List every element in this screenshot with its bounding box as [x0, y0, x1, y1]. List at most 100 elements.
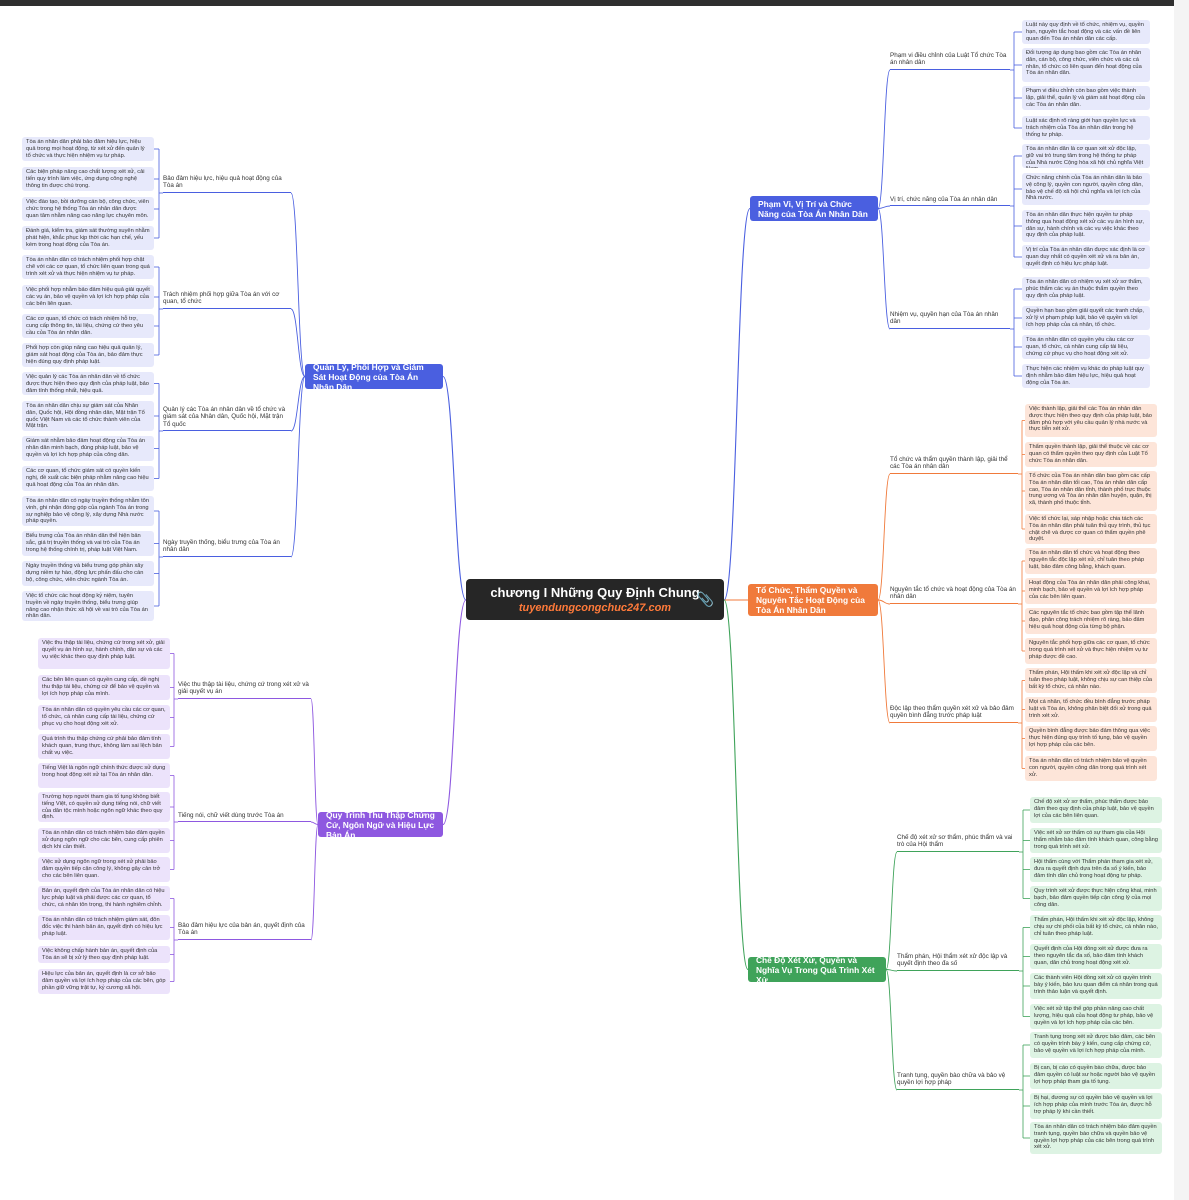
leaf-note[interactable]: Quá trình thu thập chứng cứ phải bảo đảm… [38, 734, 170, 759]
subtopic-label[interactable]: Chế độ xét xử sơ thẩm, phúc thẩm và vai … [897, 834, 1019, 852]
leaf-note[interactable]: Ngày truyền thống và biểu trưng góp phần… [22, 561, 154, 586]
connector-line [310, 824, 319, 941]
leaf-note[interactable]: Việc sử dụng ngôn ngữ trong xét xử phải … [38, 857, 170, 882]
leaf-note[interactable]: Hội thẩm cùng với Thẩm phán tham gia xét… [1030, 857, 1162, 882]
connector-line [310, 821, 319, 825]
leaf-note[interactable]: Tòa án nhân dân có trách nhiệm giám sát,… [38, 915, 170, 940]
root-title: chương I Những Quy Định Chung [490, 585, 700, 600]
subtopic-label[interactable]: Vị trí, chức năng của Tòa án nhân dân [890, 196, 1010, 207]
leaf-note[interactable]: Việc tổ chức lại, sáp nhập hoặc chia tác… [1025, 514, 1157, 544]
leaf-note[interactable]: Các bên liên quan có quyền cung cấp, đề … [38, 675, 170, 700]
subtopic-label[interactable]: Tổ chức và thẩm quyền thành lập, giải th… [890, 456, 1018, 474]
leaf-note[interactable]: Các biện pháp nâng cao chất lượng xét xử… [22, 167, 154, 191]
leaf-note[interactable]: Các cơ quan, tổ chức giám sát có quyền k… [22, 466, 154, 491]
paperclip-icon[interactable]: 📎 [696, 591, 714, 607]
connector-line [877, 69, 891, 209]
leaf-note[interactable]: Tòa án nhân dân tổ chức và hoạt động the… [1025, 548, 1157, 574]
subtopic-label[interactable]: Độc lập theo thẩm quyền xét xử và bảo đả… [890, 705, 1018, 723]
leaf-note[interactable]: Luật này quy định về tổ chức, nhiệm vụ, … [1022, 20, 1150, 44]
branch-trial-regime[interactable]: Chế Độ Xét Xử, Quyền và Nghĩa Vụ Trong Q… [748, 955, 886, 985]
leaf-note[interactable]: Tòa án nhân dân có trách nhiệm phối hợp … [22, 255, 154, 279]
leaf-note[interactable]: Việc đào tạo, bồi dưỡng cán bộ, công chứ… [22, 197, 154, 221]
leaf-note[interactable]: Biểu trưng của Tòa án nhân dân thể hiện … [22, 531, 154, 556]
leaf-note[interactable]: Tòa án nhân dân có trách nhiệm bảo đảm q… [1030, 1122, 1162, 1154]
leaf-note[interactable]: Tòa án nhân dân có trách nhiệm bảo vệ qu… [1025, 756, 1157, 781]
subtopic-label[interactable]: Bảo đảm hiệu lực, hiệu quả hoạt động của… [163, 175, 291, 193]
branch-title: Phạm Vi, Vị Trí và Chức Năng của Tòa Án … [758, 198, 868, 219]
leaf-note[interactable]: Phạm vi điều chỉnh còn bao gồm việc thàn… [1022, 86, 1150, 110]
leaf-note[interactable]: Quyền hạn bao gồm giải quyết các tranh c… [1022, 306, 1150, 330]
leaf-note[interactable]: Vị trí của Tòa án nhân dân được xác định… [1022, 245, 1150, 269]
leaf-note[interactable]: Mọi cá nhân, tổ chức đều bình đẳng trước… [1025, 697, 1157, 722]
leaf-note[interactable]: Quyền bình đẳng được bảo đảm thông qua v… [1025, 726, 1157, 751]
connector-line [442, 599, 467, 826]
leaf-note[interactable]: Đối tượng áp dụng bao gồm các Tòa án nhâ… [1022, 48, 1150, 82]
leaf-note[interactable]: Tiếng Việt là ngôn ngữ chính thức được s… [38, 763, 170, 788]
leaf-note[interactable]: Các nguyên tắc tổ chức bao gồm tập thể l… [1025, 608, 1157, 634]
leaf-note[interactable]: Giám sát nhằm bảo đảm hoạt động của Tòa … [22, 436, 154, 461]
leaf-note[interactable]: Tòa án nhân dân có nhiệm vụ xét xử sơ th… [1022, 277, 1150, 301]
leaf-note[interactable]: Việc xét xử tập thể góp phần nâng cao ch… [1030, 1004, 1162, 1029]
subtopic-label[interactable]: Bảo đảm hiệu lực của bản án, quyết định … [178, 922, 311, 940]
leaf-note[interactable]: Việc thu thập tài liệu, chứng cứ trong x… [38, 638, 170, 669]
subtopic-label[interactable]: Phạm vi điều chỉnh của Luật Tổ chức Tòa … [890, 52, 1010, 70]
branch-scope-position-function[interactable]: Phạm Vi, Vị Trí và Chức Năng của Tòa Án … [750, 196, 878, 221]
leaf-note[interactable]: Bị hại, đương sự có quyền bảo vệ quyền v… [1030, 1093, 1162, 1119]
leaf-note[interactable]: Đánh giá, kiểm tra, giám sát thường xuyê… [22, 226, 154, 250]
leaf-note[interactable]: Thẩm phán, Hội thẩm khi xét xử độc lập v… [1025, 668, 1157, 693]
leaf-note[interactable]: Việc không chấp hành bản án, quyết định … [38, 946, 170, 963]
leaf-note[interactable]: Tòa án nhân dân là cơ quan xét xử độc lậ… [1022, 144, 1150, 168]
leaf-note[interactable]: Tòa án nhân dân có quyền yêu cầu các cơ … [38, 705, 170, 730]
leaf-note[interactable]: Việc quản lý các Tòa án nhân dân về tổ c… [22, 372, 154, 395]
leaf-note[interactable]: Bị can, bị cáo có quyền bào chữa, được b… [1030, 1063, 1162, 1089]
connector-line [877, 599, 891, 724]
branch-management-supervision[interactable]: Quản Lý, Phối Hợp và Giám Sát Hoạt Động … [305, 362, 443, 392]
subtopic-label[interactable]: Việc thu thập tài liệu, chứng cứ trong x… [178, 681, 311, 699]
leaf-note[interactable]: Việc xét xử sơ thẩm có sự tham gia của H… [1030, 828, 1162, 853]
leaf-note[interactable]: Nguyên tắc phối hợp giữa các cơ quan, tổ… [1025, 638, 1157, 664]
leaf-note[interactable]: Chế độ xét xử sơ thẩm, phúc thẩm được bả… [1030, 797, 1162, 823]
leaf-note[interactable]: Chức năng chính của Tòa án nhân dân là b… [1022, 173, 1150, 205]
leaf-note[interactable]: Tòa án nhân dân có trách nhiệm bảo đảm q… [38, 828, 170, 853]
leaf-note[interactable]: Tranh tụng trong xét xử được bảo đảm, cá… [1030, 1032, 1162, 1058]
subtopic-label[interactable]: Tranh tụng, quyền bào chữa và bảo vệ quy… [897, 1072, 1019, 1090]
leaf-note[interactable]: Hoạt động của Tòa án nhân dân phải công … [1025, 578, 1157, 604]
leaf-note[interactable]: Tổ chức của Tòa án nhân dân bao gồm các … [1025, 471, 1157, 511]
leaf-note[interactable]: Tòa án nhân dân có quyền yêu cầu các cơ … [1022, 335, 1150, 359]
leaf-note[interactable]: Việc phối hợp nhằm bảo đảm hiệu quả giải… [22, 285, 154, 309]
subtopic-label[interactable]: Quản lý các Tòa án nhân dân về tổ chức v… [163, 406, 291, 432]
leaf-note[interactable]: Việc tổ chức các hoạt động kỷ niệm, tuyê… [22, 591, 154, 621]
leaf-note[interactable]: Tòa án nhân dân chịu sự giám sát của Nhâ… [22, 401, 154, 431]
subtopic-label[interactable]: Tiếng nói, chữ viết dùng trước Tòa án [178, 812, 311, 823]
subtopic-label[interactable]: Trách nhiệm phối hợp giữa Tòa án với cơ … [163, 291, 291, 309]
connector-line [290, 308, 306, 377]
leaf-note[interactable]: Thực hiện các nhiệm vụ khác do pháp luật… [1022, 364, 1150, 388]
leaf-note[interactable]: Các thành viên Hội đồng xét xử có quyền … [1030, 973, 1162, 999]
branch-organization-jurisdiction[interactable]: Tổ Chức, Thẩm Quyền và Nguyên Tắc Hoạt Đ… [748, 584, 878, 616]
leaf-note[interactable]: Tòa án nhân dân thực hiện quyền tư pháp … [1022, 210, 1150, 242]
leaf-note[interactable]: Quyết định của Hội đồng xét xử được đưa … [1030, 944, 1162, 969]
leaf-note[interactable]: Trường hợp người tham gia tố tụng không … [38, 792, 170, 822]
subtopic-label[interactable]: Thẩm phán, Hội thẩm xét xử độc lập và qu… [897, 953, 1019, 971]
leaf-note[interactable]: Tòa án nhân dân phải bảo đảm hiệu lực, h… [22, 137, 154, 161]
leaf-note[interactable]: Thẩm quyền thành lập, giải thể thuộc về … [1025, 442, 1157, 467]
subtopic-label[interactable]: Ngày truyền thống, biểu trưng của Tòa án… [163, 539, 291, 557]
connector-line [290, 376, 306, 432]
scrollbar-track[interactable] [1174, 0, 1189, 1200]
branch-evidence-language-validity[interactable]: Quy Trình Thu Thập Chứng Cứ, Ngôn Ngữ và… [318, 810, 443, 840]
leaf-note[interactable]: Thẩm phán, Hội thẩm khi xét xử độc lập, … [1030, 915, 1162, 940]
leaf-note[interactable]: Phối hợp còn giúp nâng cao hiệu quả quản… [22, 343, 154, 367]
root-node[interactable]: chương I Những Quy Định Chung tuyendungc… [466, 579, 724, 620]
leaf-note[interactable]: Quy trình xét xử được thực hiện công kha… [1030, 886, 1162, 911]
leaf-note[interactable]: Tòa án nhân dân có ngày truyền thống nhằ… [22, 496, 154, 526]
leaf-note[interactable]: Việc thành lập, giải thể các Tòa án nhân… [1025, 404, 1157, 437]
subtopic-label[interactable]: Nhiệm vụ, quyền hạn của Tòa án nhân dân [890, 311, 1010, 329]
leaf-note[interactable]: Luật xác định rõ ràng giới hạn quyền lực… [1022, 116, 1150, 140]
connector-line [885, 851, 898, 970]
subtopic-label[interactable]: Nguyên tắc tổ chức và hoạt động của Tòa … [890, 586, 1018, 604]
connector-line [885, 969, 898, 1091]
leaf-note[interactable]: Hiệu lực của bản án, quyết định là cơ sở… [38, 969, 170, 994]
leaf-note[interactable]: Các cơ quan, tổ chức có trách nhiệm hỗ t… [22, 314, 154, 338]
leaf-note[interactable]: Bản án, quyết định của Tòa án nhân dân c… [38, 886, 170, 911]
